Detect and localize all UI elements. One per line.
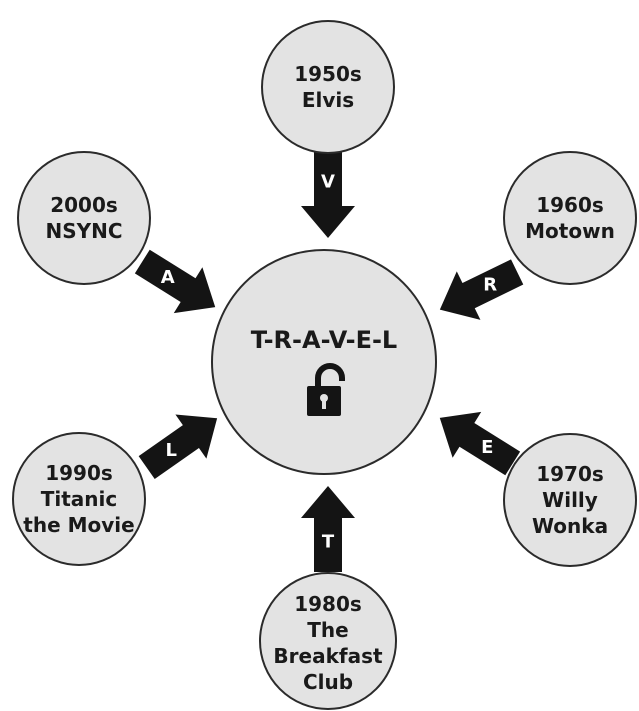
arrow-1950s: V <box>301 152 355 238</box>
era-circle <box>12 432 146 566</box>
arrow-2000s: A <box>134 249 216 314</box>
era-circle <box>261 20 395 154</box>
arrow-shape <box>439 411 521 476</box>
era-label-line: the Movie <box>23 513 134 537</box>
hub-circle <box>211 249 437 475</box>
arrow-shape <box>134 249 216 314</box>
era-circle <box>503 433 637 567</box>
era-label-line: Titanic <box>41 487 118 511</box>
era-label-line: 1960s <box>536 193 604 217</box>
arrow-shape <box>301 152 355 238</box>
arrow-letter-v: V <box>321 172 335 193</box>
hub-node: T-R-A-V-E-L <box>211 249 437 475</box>
era-label-line: 1980s <box>294 592 362 616</box>
era-circle <box>259 572 397 710</box>
arrow-1970s: E <box>439 411 521 476</box>
arrow-shape <box>301 486 355 572</box>
era-label-line: 1990s <box>45 461 113 485</box>
era-label-line: Motown <box>525 219 615 243</box>
arrow-1980s: T <box>301 486 355 572</box>
arrow-letter-a: A <box>161 267 175 288</box>
era-label-line: Wonka <box>532 514 608 538</box>
arrow-letter-e: E <box>481 437 493 458</box>
era-node-1950s: 1950s Elvis <box>261 20 395 154</box>
unlocked-padlock-icon <box>307 363 345 416</box>
era-label-line: Breakfast <box>273 644 383 668</box>
era-node-1990s: 1990s Titanic the Movie <box>12 432 146 566</box>
arrow-letter-t: T <box>322 532 335 553</box>
era-label-line: The <box>307 618 348 642</box>
arrow-letter-l: L <box>166 440 177 461</box>
era-label-line: 1950s <box>294 62 362 86</box>
arrow-shape <box>439 259 524 320</box>
era-label-line: NSYNC <box>45 219 122 243</box>
era-label-line: Elvis <box>302 88 354 112</box>
arrow-1960s: R <box>439 259 524 320</box>
arrow-letter-r: R <box>483 275 497 296</box>
hub-word: T-R-A-V-E-L <box>251 326 397 354</box>
era-label-line: 1970s <box>536 462 604 486</box>
era-label-line: 2000s <box>50 193 118 217</box>
arrow-shape <box>138 414 218 479</box>
era-label-line: Club <box>303 670 353 694</box>
era-circle <box>503 151 637 285</box>
era-node-1970s: 1970s Willy Wonka <box>503 433 637 567</box>
era-node-1960s: 1960s Motown <box>503 151 637 285</box>
era-node-2000s: 2000s NSYNC <box>17 151 151 285</box>
arrow-1990s: L <box>138 414 218 479</box>
era-circle <box>17 151 151 285</box>
era-label-line: Willy <box>542 488 598 512</box>
era-node-1980s: 1980s The Breakfast Club <box>259 572 397 710</box>
